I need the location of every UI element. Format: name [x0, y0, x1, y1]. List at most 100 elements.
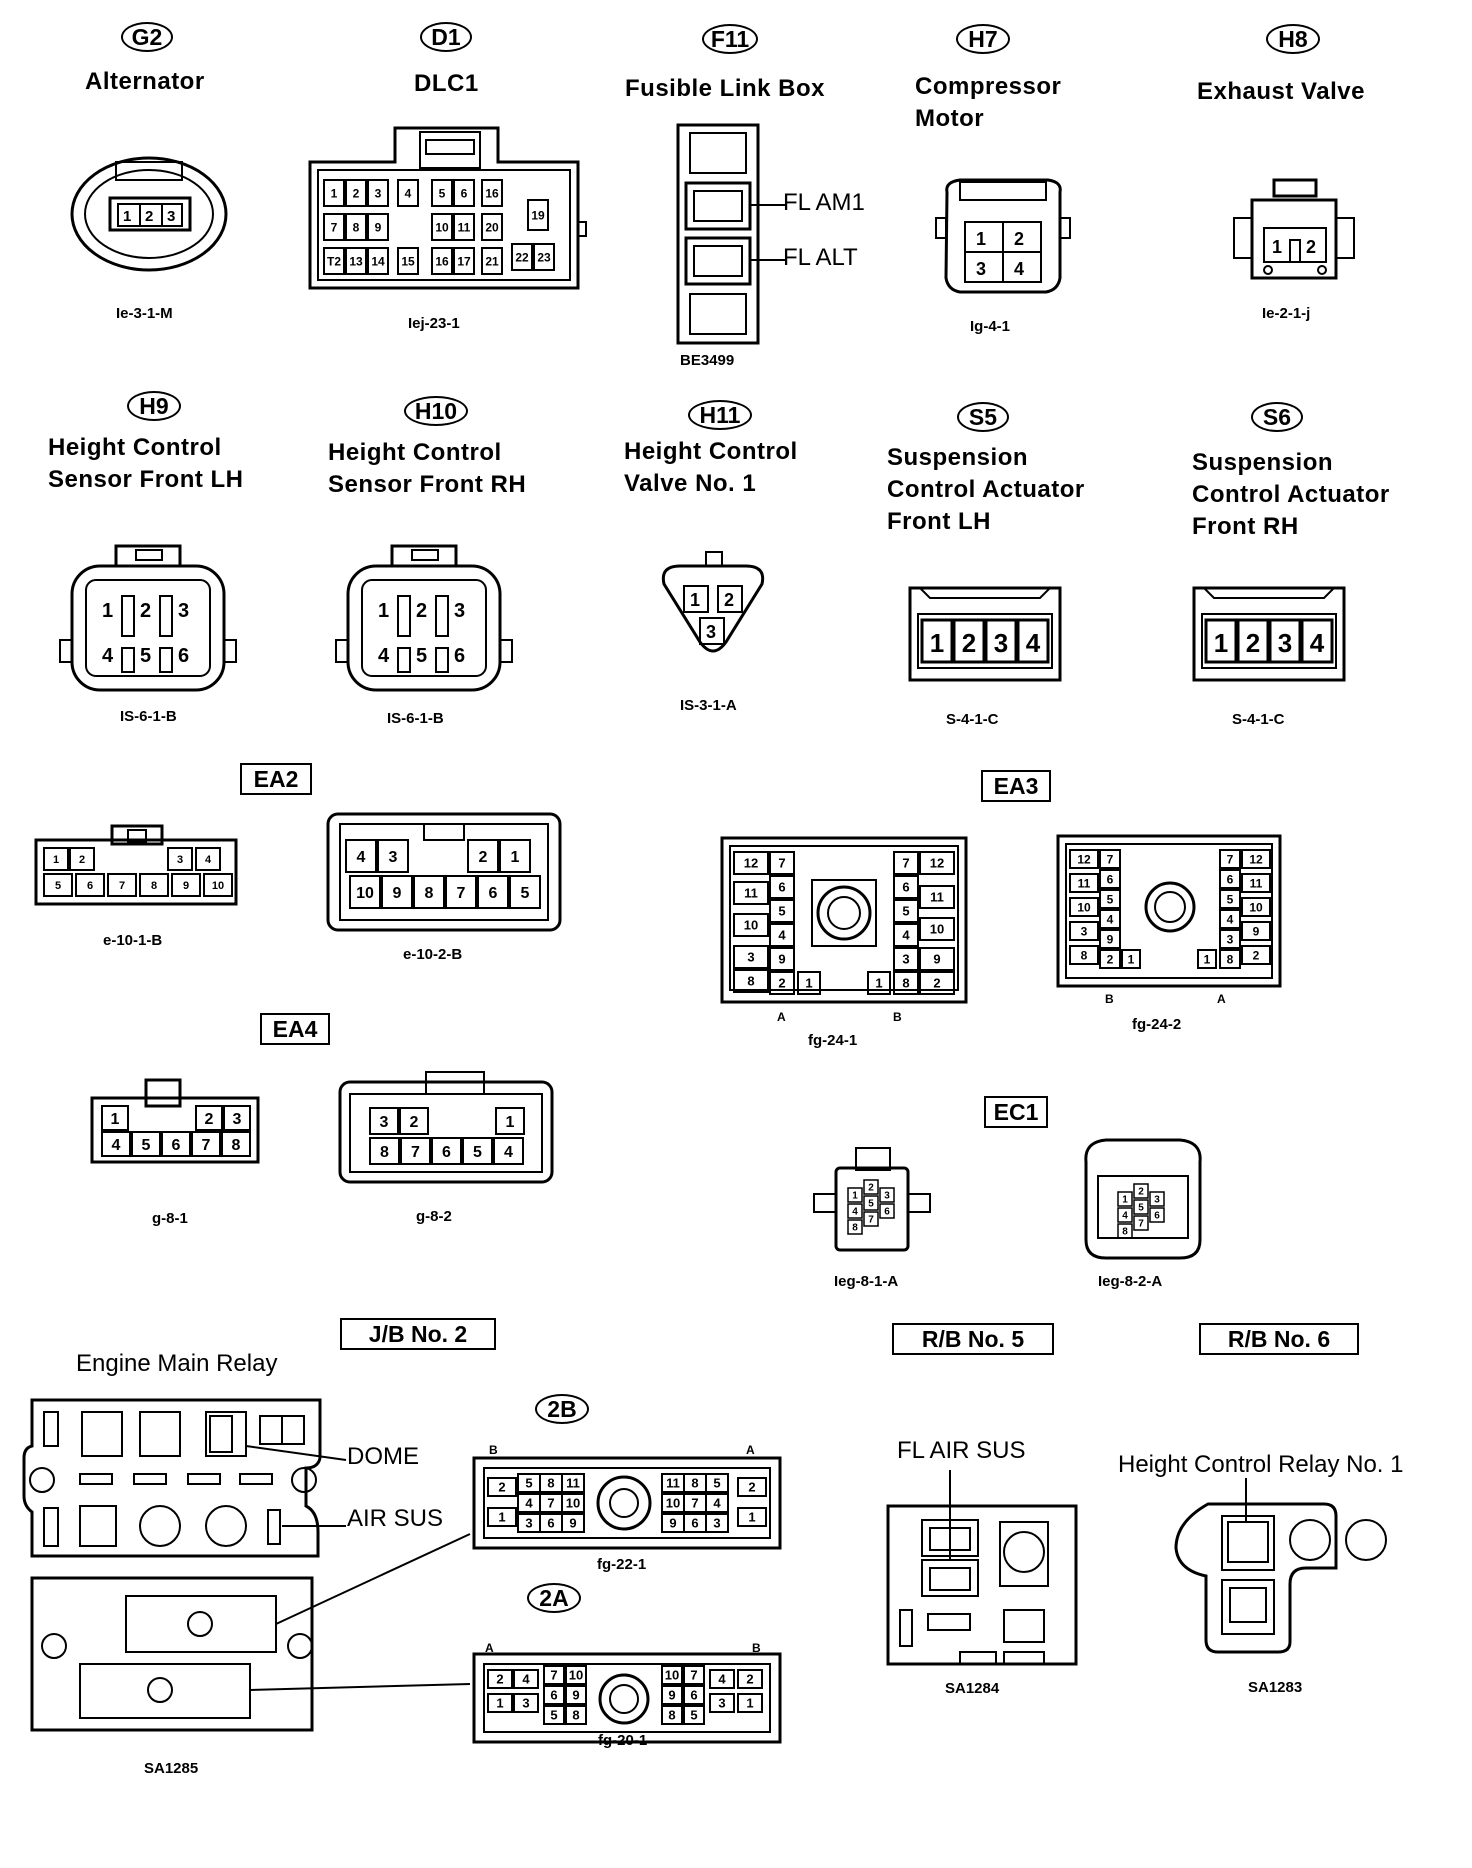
jb2-label: J/B No. 2 [340, 1318, 496, 1350]
ea4-2-pin: 6 [442, 1144, 451, 1161]
h9-shape-pin: 3 [178, 600, 189, 622]
h10-shape-body [346, 564, 502, 692]
ec1-1-grid-pin: 4 [852, 1207, 858, 1218]
d1-pin: 6 [461, 186, 468, 200]
ea3-2-cell [1069, 921, 1099, 941]
c2a-pin: 10 [569, 1668, 583, 1683]
ea4-1-cell [223, 1105, 251, 1131]
d1-cell [397, 247, 419, 275]
c2a-pin: 7 [690, 1668, 697, 1683]
ec1-2-grid-cell [1117, 1207, 1133, 1223]
ea3-1-pin: 10 [744, 918, 758, 933]
d1-pin: 2 [353, 186, 360, 200]
ea4-2-pin: 3 [380, 1114, 389, 1131]
ec1-2-grid-cell [1117, 1223, 1133, 1239]
ec1-1-grid-pin: 6 [884, 1207, 890, 1218]
c2a-cell [661, 1705, 683, 1725]
c2b-pin: 4 [713, 1496, 721, 1511]
d1-pin: 16 [485, 186, 499, 200]
c2a-pin: 1 [496, 1696, 503, 1711]
ea2-1-pin: 9 [183, 880, 189, 892]
ea3-1-cell [893, 971, 919, 995]
c2a-pin: 7 [550, 1668, 557, 1683]
ea3-2-cell [1069, 945, 1099, 965]
ea2-2-cell [381, 875, 413, 909]
d1-pin: 16 [435, 254, 449, 268]
s5-shape-pin: 3 [994, 628, 1008, 658]
h10-shape-pin: 6 [454, 645, 465, 667]
ea2-1-pin: 6 [87, 880, 93, 892]
h10-shape-pin: 1 [378, 600, 389, 622]
d1-pin: 14 [371, 254, 385, 268]
c2b-cell [561, 1473, 585, 1493]
ea3-1-cell [733, 851, 769, 875]
ea3-2-cell [1099, 849, 1121, 869]
ea4-1-pin: 2 [205, 1111, 214, 1128]
s6-shape-pin: 3 [1278, 628, 1292, 658]
rb5-block-shape [886, 1470, 1078, 1666]
dome-label: DOME [347, 1443, 419, 1470]
h8-pin: 2 [1306, 237, 1316, 257]
d1-pin: 4 [405, 186, 412, 200]
h10-shape-ear [499, 639, 513, 663]
c2b-cell [705, 1513, 729, 1533]
ea3-2-pin: 4 [1107, 912, 1114, 926]
air-sus-label: AIR SUS [347, 1505, 444, 1532]
engine-main-relay-label: Engine Main Relay [76, 1350, 278, 1377]
connector-code-h9: IS-6-1-B [120, 708, 177, 725]
d1-cell [323, 213, 345, 241]
ea4-2-cell [431, 1137, 462, 1165]
connector-id-h9: H9 [127, 391, 181, 421]
ea3-2-pin: 11 [1250, 876, 1263, 890]
ea2-1-pin: 2 [79, 854, 85, 866]
ec1-2-grid-cell [1117, 1191, 1133, 1207]
c2b-pin: 1 [498, 1510, 505, 1525]
c2b-pin: 3 [713, 1516, 720, 1531]
connector-name-h8: Exhaust Valve [1197, 78, 1365, 105]
h10-shape-pin: 5 [416, 645, 427, 667]
c2b-pin: 5 [713, 1476, 720, 1491]
c2b-pin: 10 [666, 1496, 680, 1511]
ea3-2-cell [1241, 897, 1271, 917]
ea3-1-pin: 4 [778, 928, 786, 943]
ea2-2-pin: 1 [511, 849, 520, 866]
c2a-cell [683, 1665, 705, 1685]
d1-cell [527, 199, 549, 231]
d1-pin: 7 [331, 220, 338, 234]
d1-cell [453, 179, 475, 207]
h9-shape-pin: 2 [140, 600, 151, 622]
c2b-pin: 10 [566, 1496, 580, 1511]
h9-shape-pin: 6 [178, 645, 189, 667]
ea4-1-cell [101, 1105, 129, 1131]
d1-pin: 8 [353, 220, 360, 234]
connector-code-ea3-2: fg-24-2 [1132, 1016, 1182, 1033]
d1-cell [453, 213, 475, 241]
ea4-2-cell [462, 1137, 493, 1165]
ea4-1-pin: 3 [233, 1111, 242, 1128]
ea2-1-pin: 10 [212, 880, 224, 892]
g2-connector-shape: 1 2 3 [70, 156, 228, 272]
c2b-cell [705, 1473, 729, 1493]
h9-shape-body [70, 564, 226, 692]
c2a-pin: 5 [550, 1708, 557, 1723]
d1-pin: 20 [485, 220, 499, 234]
d1-pin: 17 [457, 254, 471, 268]
connector-name-h7: Compressor Motor [915, 73, 1062, 132]
connector-name-h9: Height Control Sensor Front LH [48, 434, 244, 493]
s6-shape-cell [1300, 618, 1334, 664]
c2a-cell [709, 1693, 735, 1713]
connector-code-d1: Iej-23-1 [408, 315, 460, 332]
ec1-2-grid-cell [1149, 1207, 1165, 1223]
ea3-2-pin: 1 [1128, 952, 1135, 966]
ea3-1-pin: 3 [902, 952, 909, 967]
ea3-2-pin: 4 [1227, 912, 1234, 926]
group-label-ea3: EA3 [981, 770, 1051, 802]
connector-name-h11: Height Control Valve No. 1 [624, 438, 798, 497]
connector-code-ec1-1: Ieg-8-1-A [834, 1273, 899, 1290]
ec1-1-grid-cell [879, 1203, 895, 1219]
ea2-2-pin: 9 [393, 885, 402, 902]
d1-cell [367, 247, 389, 275]
